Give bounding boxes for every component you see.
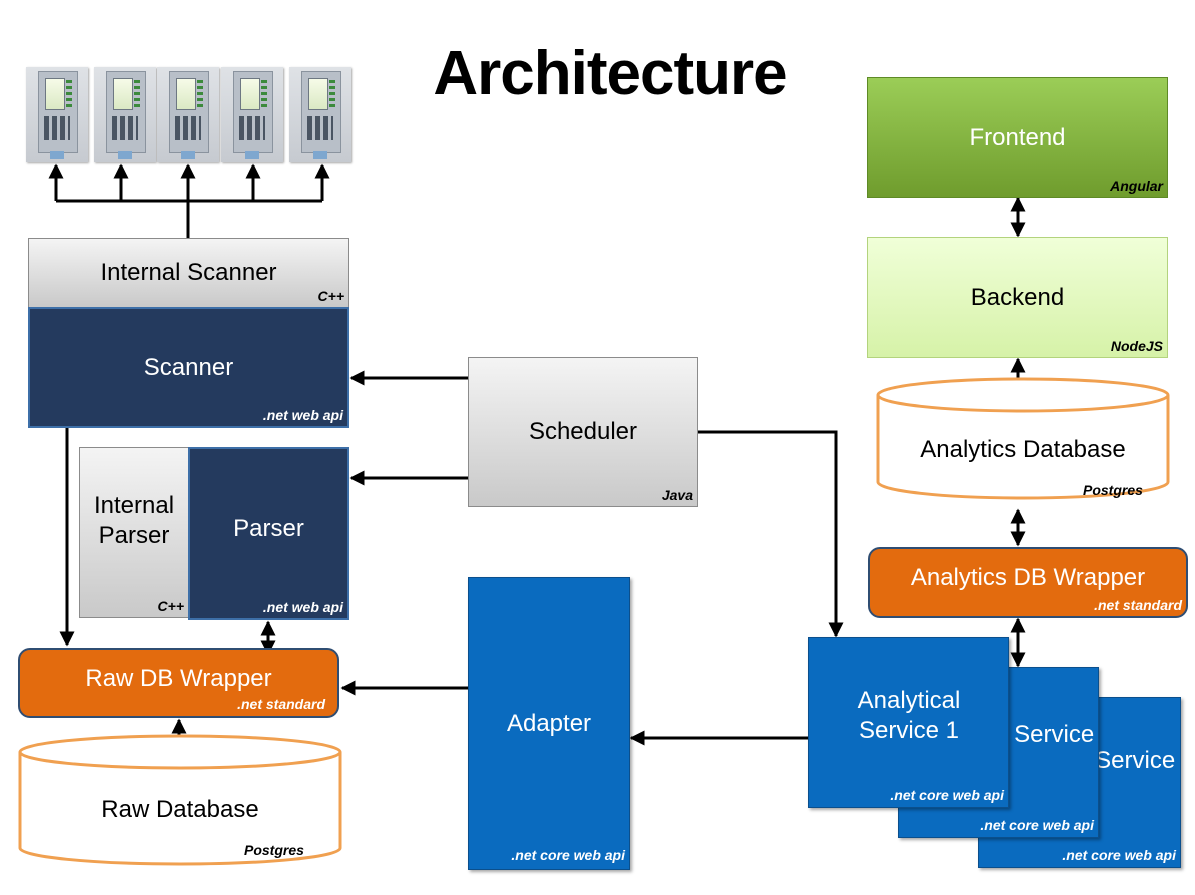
raw-db-wrapper-tech: .net standard xyxy=(237,696,325,712)
protection-relay-device xyxy=(221,67,283,162)
internal-scanner-box: Internal Scanner C++ xyxy=(28,238,349,308)
protection-relay-device xyxy=(26,67,88,162)
parser-box: Parser .net web api xyxy=(188,447,349,620)
protection-relay-device xyxy=(94,67,156,162)
backend-box: Backend NodeJS xyxy=(867,237,1168,358)
internal-parser-tech: C++ xyxy=(157,598,184,614)
backend-label: Backend xyxy=(970,283,1065,311)
adapter-label: Adapter xyxy=(506,709,592,737)
scheduler-box: Scheduler Java xyxy=(468,357,698,507)
analytical-service-1-tech: .net core web api xyxy=(890,787,1004,803)
internal-parser-box: Internal Parser C++ xyxy=(79,447,189,618)
analytics-db-wrapper-tech: .net standard xyxy=(1094,597,1182,613)
analytical-service-3-tech: .net core web api xyxy=(1062,847,1176,863)
internal-parser-label: Internal Parser xyxy=(93,491,175,549)
analytical-service-2-tech: .net core web api xyxy=(980,817,1094,833)
protection-relay-device xyxy=(289,67,351,162)
analytics-database-tech: Postgres xyxy=(1083,482,1143,498)
analytics-db-wrapper-box: Analytics DB Wrapper .net standard xyxy=(868,547,1188,618)
adapter-box: Adapter .net core web api xyxy=(468,577,630,870)
internal-scanner-tech: C++ xyxy=(317,288,344,304)
protection-relay-device xyxy=(157,67,219,162)
parser-label: Parser xyxy=(233,514,304,542)
page-title: Architecture xyxy=(433,39,787,108)
frontend-tech: Angular xyxy=(1110,178,1163,194)
analytical-service-1-label: Analytical Service 1 xyxy=(857,687,961,744)
analytics-database-label: Analytics Database xyxy=(920,436,1126,463)
raw-database-tech: Postgres xyxy=(244,842,304,858)
scheduler-tech: Java xyxy=(661,487,693,503)
internal-scanner-label: Internal Scanner xyxy=(100,259,277,286)
scanner-label: Scanner xyxy=(143,353,234,381)
backend-tech: NodeJS xyxy=(1110,338,1163,354)
adapter-tech: .net core web api xyxy=(511,847,625,863)
scheduler-to-service-arrow xyxy=(698,430,844,638)
frontend-box: Frontend Angular xyxy=(867,77,1168,198)
scanner-tech: .net web api xyxy=(262,407,343,423)
analytics-db-wrapper-label: Analytics DB Wrapper xyxy=(910,563,1146,591)
raw-db-wrapper-box: Raw DB Wrapper .net standard xyxy=(18,648,339,718)
raw-database-label: Raw Database xyxy=(101,796,259,823)
parser-tech: .net web api xyxy=(262,599,343,615)
raw-db-wrapper-label: Raw DB Wrapper xyxy=(85,665,272,692)
analytics-database-cylinder xyxy=(876,377,1170,500)
raw-database-cylinder xyxy=(18,734,342,866)
scheduler-label: Scheduler xyxy=(528,418,638,445)
analytical-service-1-box: Analytical Service 1 .net core web api xyxy=(808,637,1009,808)
scanner-box: Scanner .net web api xyxy=(28,307,349,428)
frontend-label: Frontend xyxy=(969,123,1066,151)
